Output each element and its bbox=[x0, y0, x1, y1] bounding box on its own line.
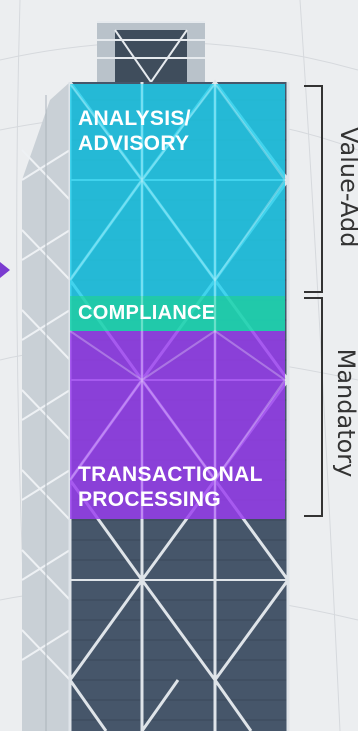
pointer-arrow-icon bbox=[0, 262, 10, 278]
tower-crown bbox=[97, 21, 205, 84]
analysis-advisory-label: ANALYSIS/ ADVISORY bbox=[78, 107, 191, 155]
value-add-label: Value-Add bbox=[335, 127, 358, 248]
value-add-bracket bbox=[304, 85, 323, 293]
transactional-processing-label: TRANSACTIONAL PROCESSING bbox=[78, 463, 263, 511]
analysis-advisory-band bbox=[70, 84, 285, 296]
band-structure-lines bbox=[69, 82, 286, 519]
compliance-band bbox=[70, 296, 285, 331]
compliance-label: COMPLIANCE bbox=[78, 302, 216, 324]
tower-side-facade bbox=[21, 82, 71, 731]
transactional-processing-band bbox=[70, 331, 285, 519]
mandatory-bracket bbox=[304, 297, 323, 517]
mandatory-label: Mandatory bbox=[332, 348, 358, 478]
